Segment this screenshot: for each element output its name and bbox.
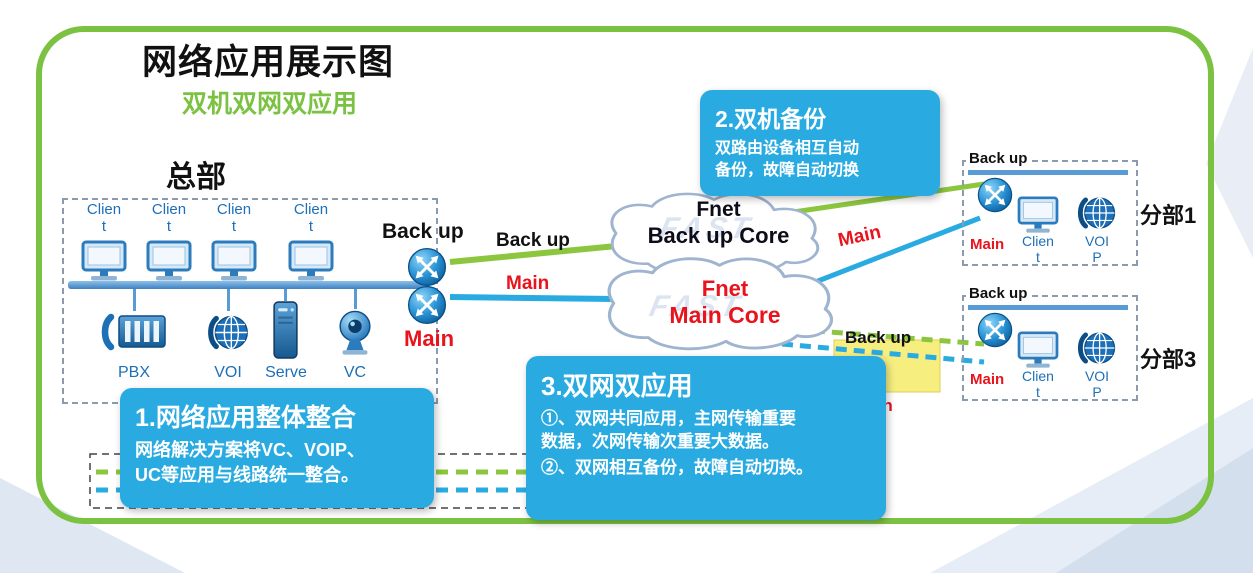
vc-label: VC (343, 364, 367, 381)
callout-body-1: ①、双网共同应用，主网传输重要 数据，次网传输次重要大数据。 (541, 409, 796, 452)
main-cloud-line2: Main Core (669, 301, 781, 328)
connector (227, 289, 230, 311)
hq-client-3: Clien t (205, 201, 263, 288)
callout-title: 3.双网双应用 (541, 371, 693, 401)
slide-frame (36, 26, 1214, 524)
main-cloud-line1: Fnet (701, 276, 749, 301)
callout-dual-machine-backup: 2.双机备份 双路由设备相互自动 备份，故障自动切换 (700, 90, 940, 196)
headquarters-title: 总部 (166, 161, 226, 194)
branch3-bus-line (968, 305, 1128, 310)
callout-body: 双路由设备相互自动 备份，故障自动切换 (715, 140, 860, 180)
backup-cloud-line1: Fnet (696, 198, 741, 221)
branch1-router-icon (976, 176, 1014, 214)
callout-body: 网络解决方案将VC、VOIP、 UC等应用与线路统一整合。 (135, 440, 366, 485)
branch1-client-label: Clien t (1022, 233, 1054, 265)
voip-label: VOI (214, 364, 242, 381)
voip-globe-icon (206, 310, 251, 355)
branch3-box: Back up Main Clien t VOI P (962, 285, 1138, 401)
pbx-icon (100, 312, 168, 352)
branch3-backup-link-label: Back up (845, 328, 912, 347)
backup-link-label: Back up (496, 230, 570, 251)
connector (133, 289, 136, 311)
server-label: Serve (265, 364, 307, 381)
callout-body-2: ②、双网相互备份，故障自动切换。 (541, 457, 813, 477)
client-monitor-icon (145, 240, 193, 282)
core-backup-router-label: Back up (382, 220, 464, 243)
branch1-backup-label: Back up (966, 150, 1031, 167)
backup-cloud-text: Fnet Back up Core (616, 198, 821, 249)
page-title: 网络应用展示图 (142, 43, 395, 82)
core-main-router-icon (406, 284, 448, 326)
branch1-client-icon (1016, 196, 1060, 234)
client-label: Clien t (216, 201, 252, 235)
callout-title: 2.双机备份 (715, 106, 827, 132)
hq-client-2: Clien t (140, 201, 198, 288)
branch3-router-icon (976, 311, 1014, 349)
client-monitor-icon (80, 240, 128, 282)
backup-cloud-line2: Back up Core (647, 222, 790, 248)
branch1-box: Back up Main Clien t VOI P (962, 150, 1138, 266)
branch1-name: 分部1 (1140, 203, 1197, 228)
branch3-client-label: Clien t (1022, 368, 1054, 400)
branch1-main-label: Main (970, 236, 1005, 253)
hq-bus-line (68, 281, 430, 289)
branch3-voip-icon (1076, 327, 1118, 369)
client-label: Clien t (293, 201, 329, 235)
branch3-backup-label: Back up (966, 285, 1031, 302)
branch3-voip-label: VOI P (1084, 368, 1110, 400)
branch1-voip-icon (1076, 192, 1118, 234)
client-label: Clien t (151, 201, 187, 235)
branch1-voip-label: VOI P (1084, 233, 1110, 265)
callout-dual-network: 3.双网双应用 ①、双网共同应用，主网传输重要 数据，次网传输次重要大数据。 ②… (526, 356, 886, 520)
main-cloud-text: Fnet Main Core (630, 276, 820, 329)
branch3-client-icon (1016, 331, 1060, 369)
pbx-label: PBX (117, 364, 150, 381)
connector (284, 289, 287, 301)
hq-client-1: Clien t (75, 201, 133, 288)
core-backup-router-icon (406, 246, 448, 288)
page-subtitle: 双机双网双应用 (182, 90, 358, 118)
video-camera-icon (332, 308, 378, 358)
server-icon (272, 300, 299, 360)
branch3-main-label: Main (970, 371, 1005, 388)
hq-client-4: Clien t (282, 201, 340, 288)
client-monitor-icon (287, 240, 335, 282)
callout-app-integration: 1.网络应用整体整合 网络解决方案将VC、VOIP、 UC等应用与线路统一整合。 (120, 388, 434, 508)
core-main-router-label: Main (404, 326, 455, 351)
branch3-name: 分部3 (1140, 347, 1197, 372)
main-link-label: Main (506, 273, 550, 294)
client-monitor-icon (210, 240, 258, 282)
callout-title: 1.网络应用整体整合 (135, 404, 356, 432)
branch1-bus-line (968, 170, 1128, 175)
connector (354, 289, 357, 309)
client-label: Clien t (86, 201, 122, 235)
